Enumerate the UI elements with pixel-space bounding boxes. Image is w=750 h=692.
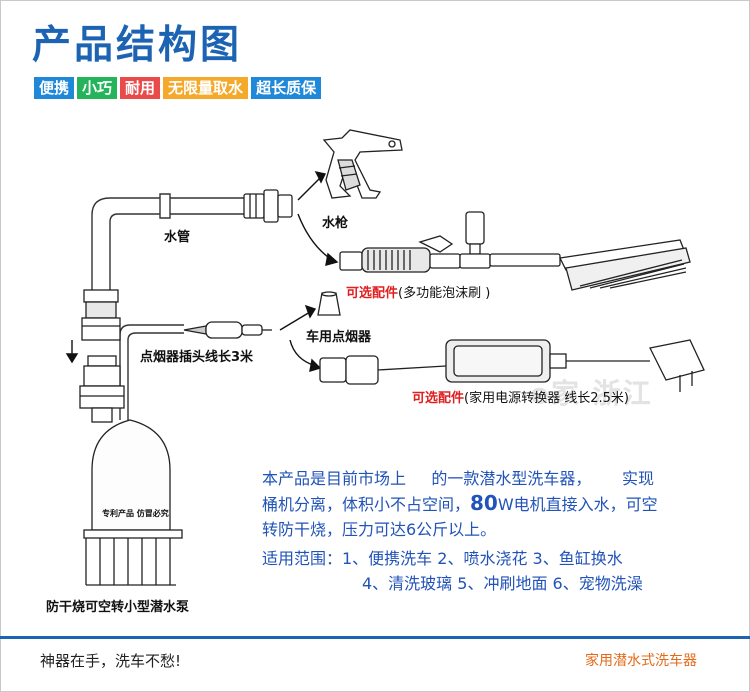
converter-caption: 可选配件(家用电源转换器 线长2.5米)	[412, 387, 629, 406]
tag-durable: 耐用	[120, 77, 161, 99]
pump-label: 防干烧可空转小型潜水泵	[46, 600, 190, 615]
desc-line-3: 转防干烧，压力可达6公斤以上。	[262, 520, 497, 539]
lighter-plug	[183, 321, 272, 339]
usage-line-2: 4、清洗玻璃 5、冲刷地面 6、宠物洗澡	[362, 574, 643, 593]
hose-connector	[243, 189, 293, 223]
down-arrow	[65, 340, 79, 364]
arrows-lighter	[279, 304, 322, 372]
tag-compact: 小巧	[77, 77, 118, 99]
feature-tags: 便携 小巧 耐用 无限量取水 超长质保	[34, 77, 322, 99]
desc-line-2a: 桶机分离，体积小不占空间，	[262, 495, 471, 514]
converter-label: (家用电源转换器 线长2.5米)	[464, 391, 629, 406]
car-lighter-label: 车用点烟器	[306, 330, 372, 345]
desc-line-2: 桶机分离，体积小不占空间，80W电机直接入水，可空	[262, 491, 732, 517]
usage-line-1: 适用范围：1、便携洗车 2、喷水浇花 3、鱼缸换水	[262, 549, 623, 568]
tag-unlimited-water: 无限量取水	[163, 77, 249, 99]
brush-optional-tag: 可选配件	[346, 286, 399, 301]
hose-label: 水管	[164, 230, 191, 245]
water-hose	[91, 193, 244, 290]
lighter-plug-label: 点烟器插头线长3米	[140, 350, 254, 365]
pump-cable	[119, 324, 184, 420]
foam-brush	[339, 211, 691, 291]
footer-product-name: 家用潜水式洗车器	[585, 653, 697, 669]
desc-line-2b: W电机直接入水，可空	[497, 495, 658, 514]
pump-body-text: 专利产品 仿冒必究	[102, 509, 169, 518]
converter-optional-tag: 可选配件	[412, 391, 465, 406]
hose-lower-connector	[81, 289, 121, 341]
tag-long-warranty: 超长质保	[251, 77, 322, 99]
power-converter	[319, 339, 705, 392]
footer-divider	[0, 636, 750, 639]
page-title: 产品结构图	[32, 23, 243, 68]
desc-power: 80	[470, 491, 498, 515]
watermark: e家 浙江	[530, 377, 653, 410]
footer-slogan: 神器在手，洗车不愁!	[40, 652, 182, 670]
water-gun-label: 水枪	[322, 216, 349, 231]
submersible-pump	[79, 355, 183, 586]
product-description: 本产品是目前市场上 的一款潜水型洗车器， 实现 桶机分离，体积小不占空间，80W…	[262, 466, 732, 596]
tag-portable: 便携	[34, 77, 75, 99]
lighter-socket	[317, 291, 341, 316]
brush-label: (多功能泡沫刷 )	[398, 286, 491, 301]
desc-line-1: 本产品是目前市场上 的一款潜水型洗车器， 实现	[262, 469, 654, 488]
brush-caption: 可选配件(多功能泡沫刷 )	[346, 282, 490, 301]
water-gun	[322, 129, 403, 199]
arrows-connector	[297, 170, 339, 266]
